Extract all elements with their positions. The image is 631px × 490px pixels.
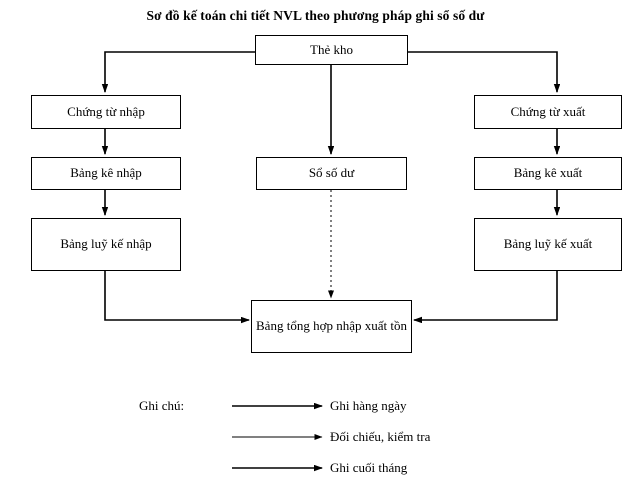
- box-bang-luy-ke-nhap[interactable]: Bảng luỹ kế nhập: [31, 218, 181, 271]
- box-bang-ke-xuat[interactable]: Bảng kê xuất: [474, 157, 622, 190]
- legend-label: Ghi chú:: [139, 398, 185, 413]
- box-so-so-du[interactable]: Sổ số dư: [256, 157, 407, 190]
- box-chung-tu-xuat[interactable]: Chứng từ xuất: [474, 95, 622, 129]
- box-bang-luy-ke-xuat[interactable]: Bảng luỹ kế xuất: [474, 218, 622, 271]
- box-bang-tong-hop[interactable]: Bảng tổng hợp nhập xuất tồn: [251, 300, 412, 353]
- page-title: Sơ đồ kế toán chi tiết NVL theo phương p…: [146, 8, 485, 23]
- legend-item-0-text: Ghi hàng ngày: [330, 398, 407, 413]
- box-bang-ke-nhap[interactable]: Bảng kê nhập: [31, 157, 181, 190]
- box-chung-tu-nhap[interactable]: Chứng từ nhập: [31, 95, 181, 129]
- legend-item-1-text: Đối chiếu, kiểm tra: [330, 429, 431, 444]
- legend-item-2-text: Ghi cuối tháng: [330, 460, 408, 475]
- box-the-kho[interactable]: Thẻ kho: [255, 35, 408, 65]
